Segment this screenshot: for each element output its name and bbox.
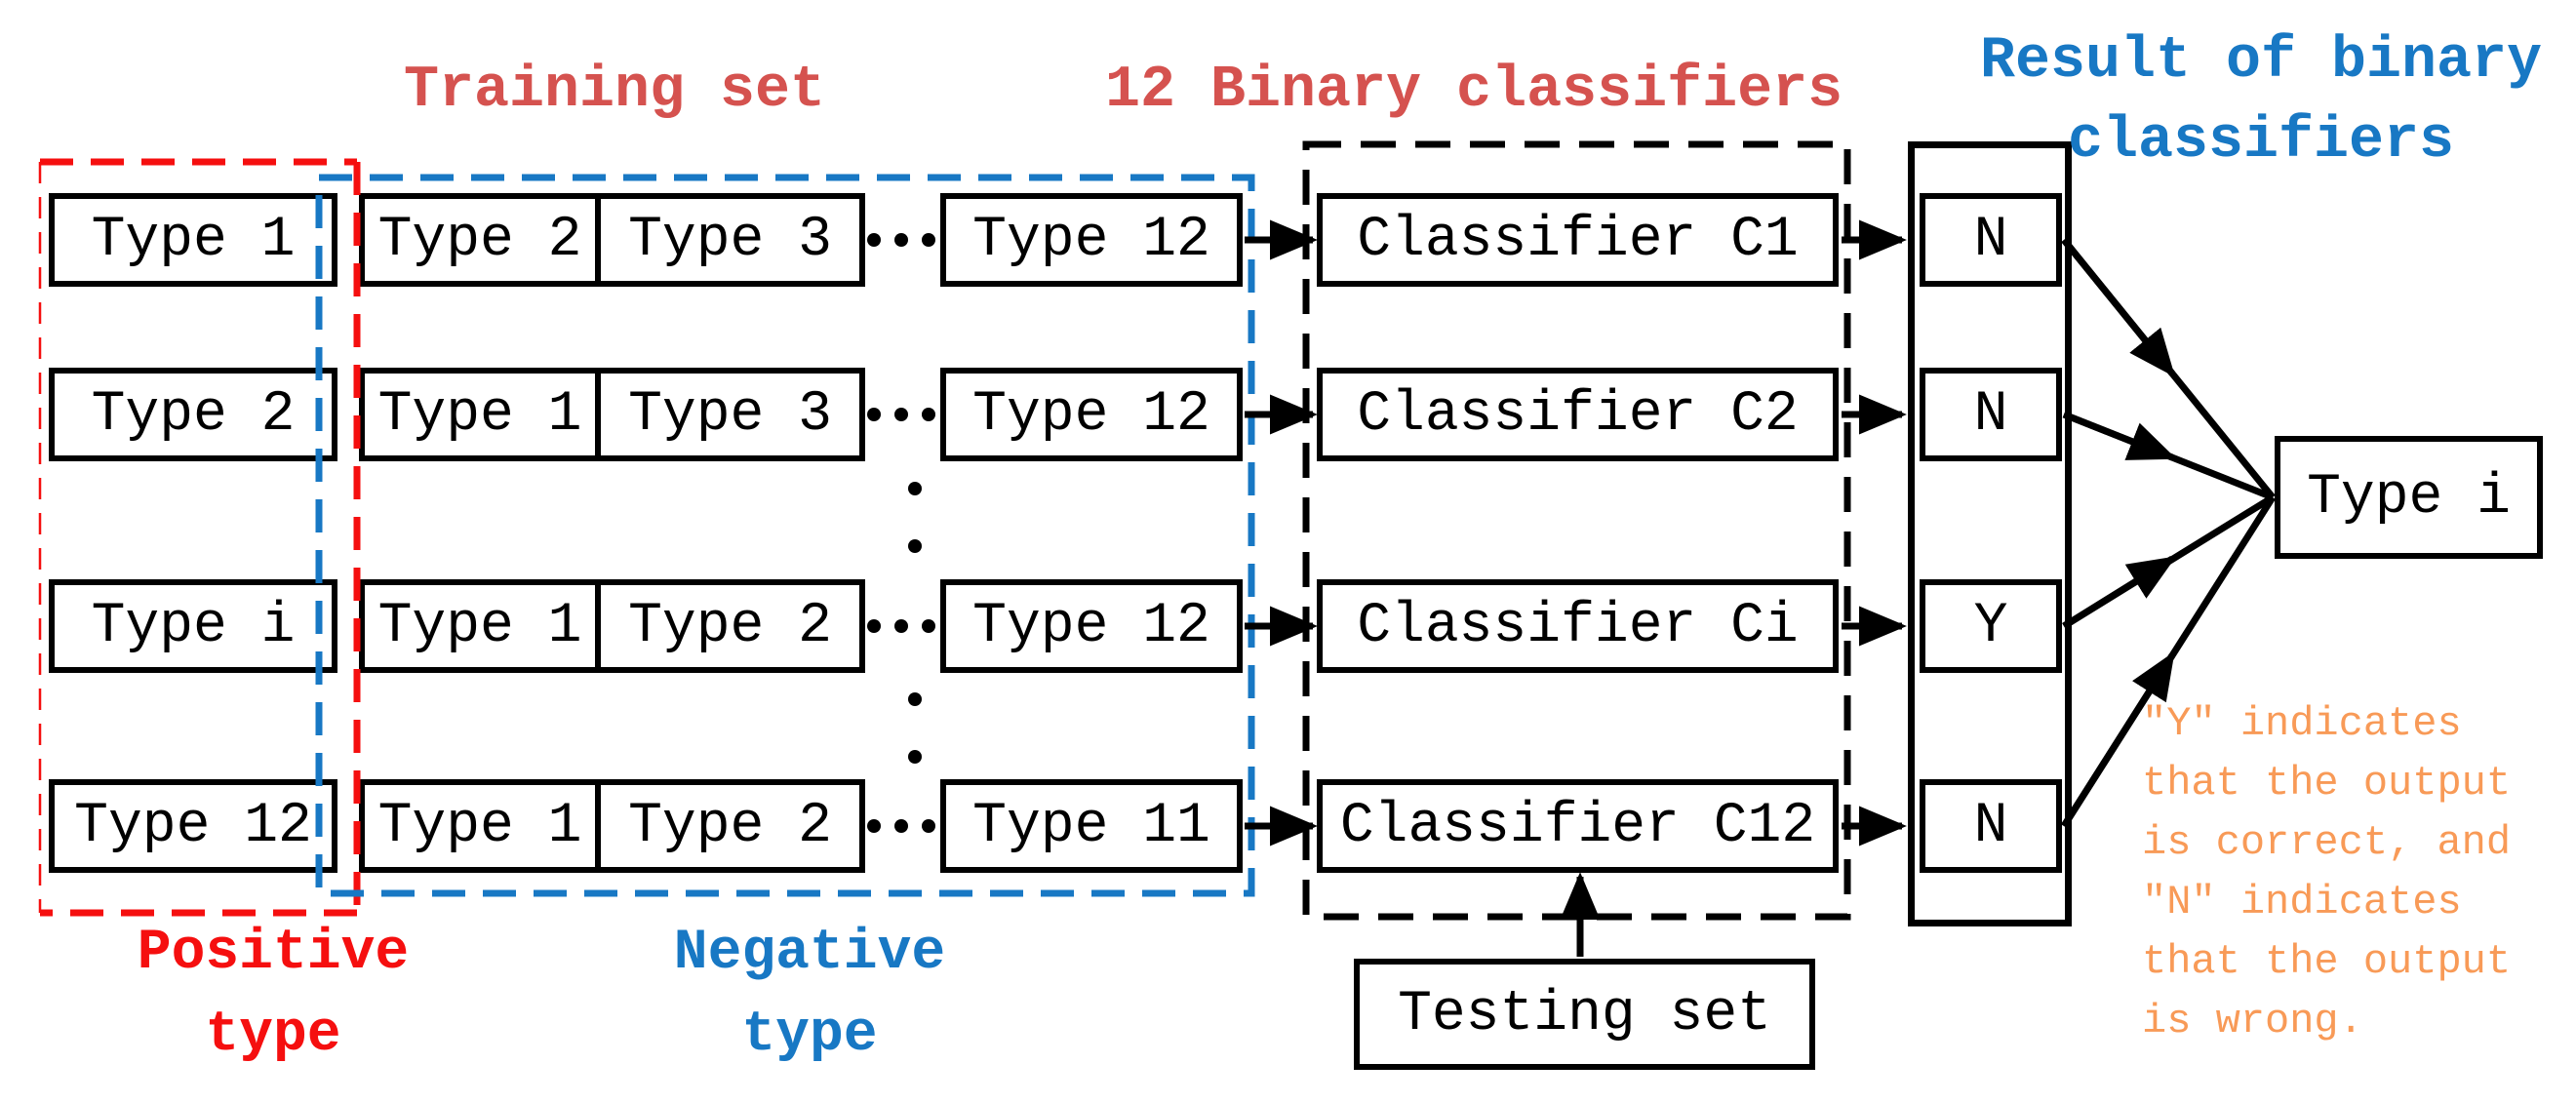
row2-classifier-box: Classifier C2 [1317, 368, 1839, 461]
row2-negative-cell-3: Type 12 [940, 368, 1243, 461]
row3-classifier-box: Classifier Ci [1317, 579, 1839, 673]
row2-positive-cell: Type 2 [49, 368, 337, 461]
column-ellipsis-dots [908, 482, 922, 764]
positive-type-label: Positive type [78, 913, 468, 1077]
result-title-line1: Result of binary [1979, 28, 2543, 95]
row3-negative-cell-3: Type 12 [940, 579, 1243, 673]
result-title-line2: classifiers [2067, 108, 2455, 175]
positive-type-label-line1: Positive [137, 922, 410, 985]
note-line: ″N″ indicates [2142, 879, 2462, 926]
note-line: that the output [2142, 760, 2512, 807]
positive-type-label-line2: type [205, 1004, 341, 1067]
row1-result-box: N [1920, 193, 2062, 287]
binary-classifiers-title: 12 Binary classifiers [1105, 58, 1843, 124]
result-title: Result of binary classifiers [1949, 21, 2573, 181]
row1-negative-cell-3: Type 12 [940, 193, 1243, 287]
output-type-box: Type i [2275, 436, 2543, 559]
negative-type-label: Negative type [614, 913, 1005, 1077]
negative-type-label-line1: Negative [673, 922, 946, 985]
row2-negative-cell-2: Type 3 [595, 368, 865, 461]
note-line: that the output [2142, 938, 2512, 985]
row-ellipsis-dots [867, 233, 935, 833]
row1-positive-cell: Type 1 [49, 193, 337, 287]
row3-positive-cell: Type i [49, 579, 337, 673]
classifier-to-result-arrows [1842, 219, 1907, 847]
row2-result-box: N [1920, 368, 2062, 461]
row1-negative-cell-2: Type 3 [595, 193, 865, 287]
row1-classifier-box: Classifier C1 [1317, 193, 1839, 287]
note-line: is wrong. [2142, 998, 2363, 1044]
row2-negative-cell-1: Type 1 [359, 368, 601, 461]
training-to-classifier-arrows [1245, 219, 1318, 847]
note-line: is correct, and [2142, 819, 2512, 866]
testing-set-box: Testing set [1354, 959, 1815, 1070]
row4-positive-cell: Type 12 [49, 779, 337, 873]
row4-classifier-box: Classifier C12 [1317, 779, 1839, 873]
row4-result-box: N [1920, 779, 2062, 873]
row3-result-box: Y [1920, 579, 2062, 673]
result-legend-note: ″Y″ indicates that the output is correct… [2142, 694, 2576, 1051]
training-set-title: Training set [403, 58, 826, 124]
row4-negative-cell-1: Type 1 [359, 779, 601, 873]
row3-negative-cell-2: Type 2 [595, 579, 865, 673]
negative-type-label-line2: type [741, 1004, 878, 1067]
note-line: ″Y″ indicates [2142, 700, 2462, 747]
row4-negative-cell-2: Type 2 [595, 779, 865, 873]
row3-negative-cell-1: Type 1 [359, 579, 601, 673]
row4-negative-cell-3: Type 11 [940, 779, 1243, 873]
row1-negative-cell-1: Type 2 [359, 193, 601, 287]
